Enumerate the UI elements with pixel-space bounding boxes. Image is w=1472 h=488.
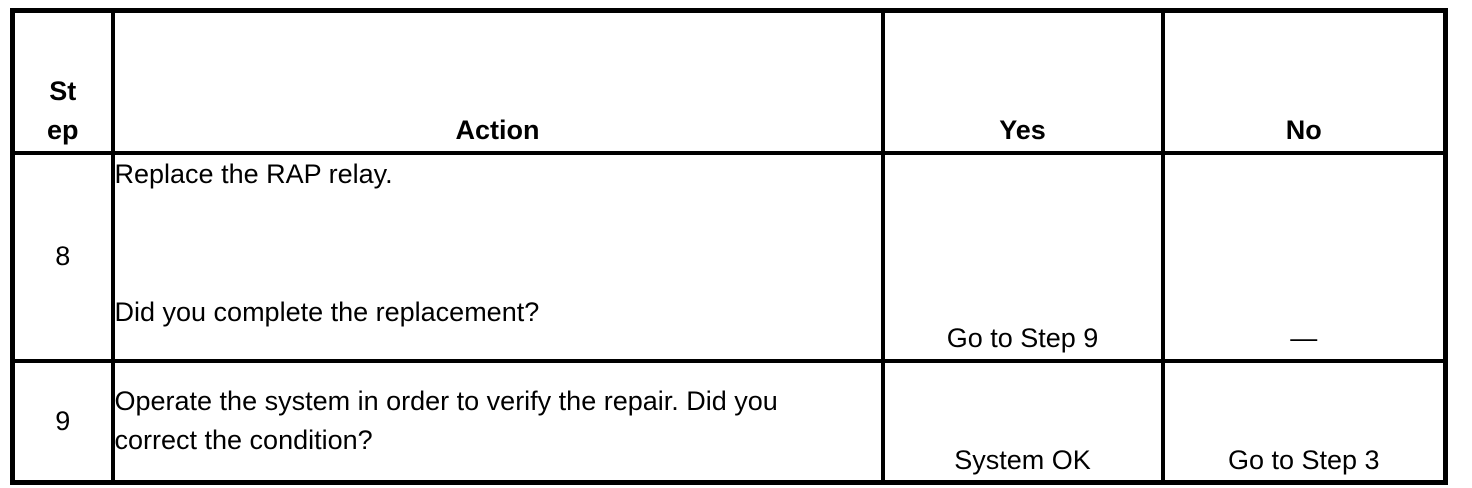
troubleshooting-table: St ep Action Yes No 8 Replace the RAP re…: [10, 8, 1448, 485]
action-question-text: Did you complete the replacement?: [114, 297, 540, 328]
table-row-step-9: 9 Operate the system in order to verify …: [10, 358, 1448, 485]
header-yes: Yes: [880, 8, 1165, 155]
action-cell: Operate the system in order to verify th…: [110, 358, 885, 485]
header-no: No: [1160, 8, 1448, 155]
action-cell: Replace the RAP relay. Did you complete …: [110, 150, 885, 363]
action-text-stack: Replace the RAP relay. Did you complete …: [114, 157, 879, 333]
yes-result-cell: Go to Step 9: [880, 150, 1165, 363]
header-action: Action: [110, 8, 885, 155]
no-result-cell: Go to Step 3: [1160, 358, 1448, 485]
table-header-row: St ep Action Yes No: [10, 8, 1448, 155]
yes-result-cell: System OK: [880, 358, 1165, 485]
action-instruction-text: Replace the RAP relay.: [114, 158, 393, 189]
no-result-cell: —: [1160, 150, 1448, 363]
step-number-cell: 9: [10, 358, 115, 485]
table-row-step-8: 8 Replace the RAP relay. Did you complet…: [10, 150, 1448, 363]
header-step: St ep: [10, 8, 115, 155]
step-number-cell: 8: [10, 150, 115, 363]
